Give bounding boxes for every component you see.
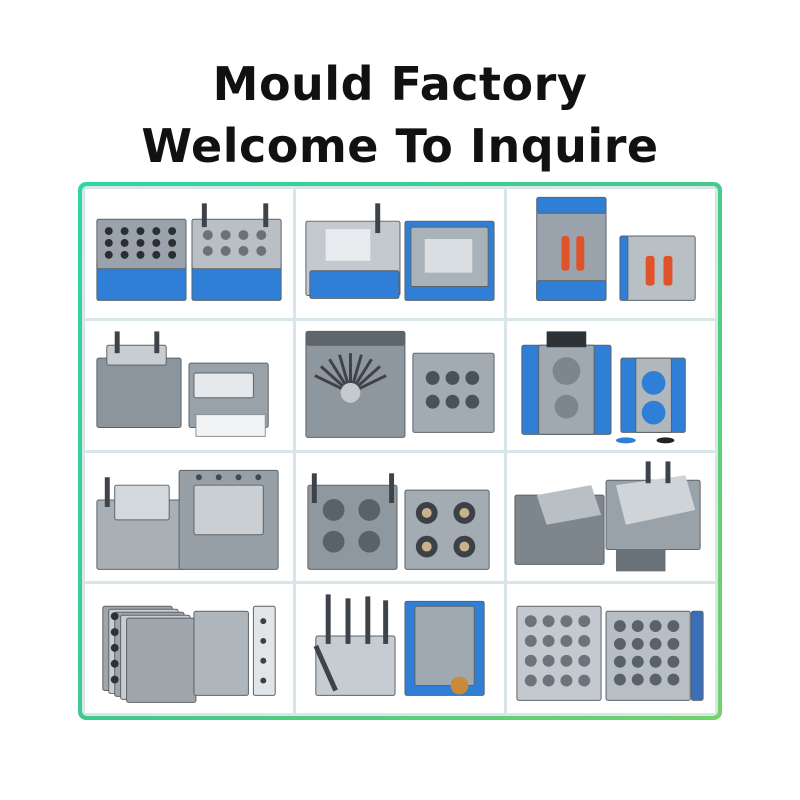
title-rest: Factory	[374, 57, 588, 111]
mould-photo-3[interactable]	[507, 189, 715, 318]
mould-gallery	[82, 186, 718, 716]
mould-photo-1[interactable]	[85, 189, 293, 318]
mould-photo-4-illustration	[96, 331, 269, 437]
mould-photo-6-illustration	[521, 331, 686, 444]
mould-photo-10[interactable]	[85, 584, 293, 713]
mould-photo-2-illustration	[305, 203, 495, 301]
mould-photo-9-illustration	[514, 460, 701, 571]
mould-photo-4[interactable]	[85, 320, 293, 450]
mould-photo-9[interactable]	[507, 452, 715, 582]
mould-photo-11-illustration	[313, 594, 485, 697]
mould-photo-5-illustration	[305, 330, 495, 438]
gallery-frame	[78, 182, 722, 720]
page-title-line-2: Welcome To Inquire	[141, 119, 659, 173]
mould-photo-7[interactable]	[85, 452, 293, 582]
mould-photo-12[interactable]	[507, 584, 715, 713]
mould-photo-10-illustration	[102, 606, 276, 704]
mould-photo-8-illustration	[307, 472, 490, 570]
mould-photo-7-illustration	[96, 469, 279, 570]
title-highlight-word: Mould	[212, 54, 377, 114]
mould-photo-5[interactable]	[296, 320, 504, 450]
mould-photo-2[interactable]	[296, 189, 504, 318]
page-title-line-1: Mould Factory	[0, 54, 800, 114]
mould-photo-8[interactable]	[296, 452, 504, 582]
mould-photo-1-illustration	[96, 203, 282, 301]
mould-photo-12-illustration	[516, 606, 704, 702]
mould-photo-3-illustration	[536, 196, 696, 301]
mould-photo-6[interactable]	[507, 320, 715, 450]
mould-photo-11[interactable]	[296, 584, 504, 713]
